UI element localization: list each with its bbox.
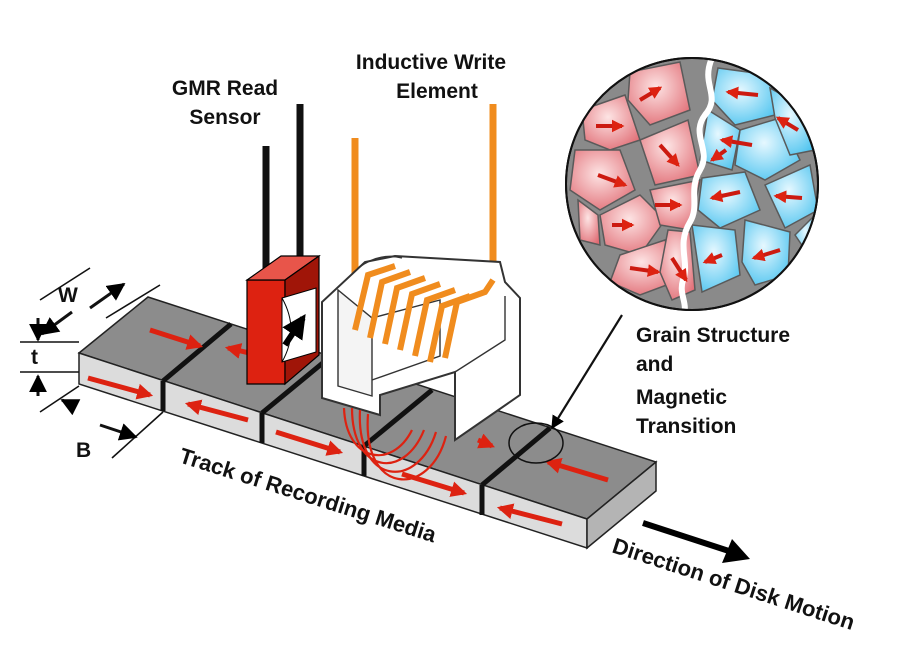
blue-grains (691, 67, 817, 294)
callout-pointer-arrow-icon (551, 314, 623, 430)
write-label-line2: Element (396, 80, 478, 103)
grain-structure-view (565, 57, 819, 311)
magnetization-arrow-icon (149, 327, 609, 483)
motion-arrow-icon (642, 520, 750, 563)
coil-windings (352, 263, 496, 363)
grain-label-line3: Magnetic (636, 386, 727, 409)
grain-arrows (596, 86, 803, 283)
gmr-read-sensor (245, 104, 321, 386)
grain-label-line4: Transition (636, 415, 736, 438)
dimension-w-label: W (58, 284, 78, 307)
sensor-field-arrow-icon (282, 314, 306, 347)
inductive-write-element (321, 104, 521, 481)
write-field-loops (342, 407, 448, 481)
gmr-label-line2: Sensor (189, 106, 260, 129)
dimension-arrow-icon (29, 282, 138, 441)
transition-callout-ellipse (508, 422, 564, 464)
write-label-line1: Inductive Write (356, 51, 506, 74)
grain-label-line1: Grain Structure (636, 324, 790, 347)
dimension-markers (20, 267, 164, 459)
dimension-b-label: B (76, 439, 91, 462)
gmr-label-line1: GMR Read (172, 77, 278, 100)
sensor-body-front (246, 279, 286, 385)
grain-label-line2: and (636, 353, 673, 376)
track-end-face (586, 460, 657, 550)
dimension-t-label: t (31, 346, 38, 369)
